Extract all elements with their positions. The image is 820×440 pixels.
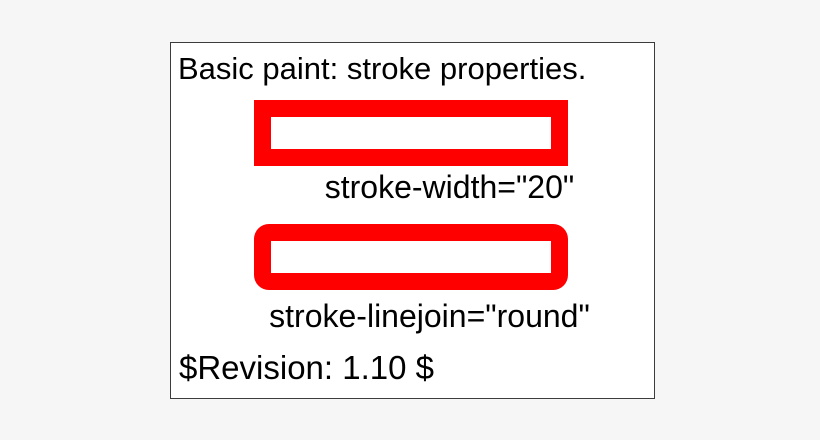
stroke-linejoin-rect [254,224,568,290]
svg-test-frame: Basic paint: stroke properties. stroke-w… [170,42,655,399]
revision-text: $Revision: 1.10 $ [179,349,434,386]
stroke-width-rect [254,100,568,166]
test-title: Basic paint: stroke properties. [178,51,587,86]
stroke-width-label: stroke-width="20" [324,169,575,205]
stroke-linejoin-label: stroke-linejoin="round" [269,298,590,334]
